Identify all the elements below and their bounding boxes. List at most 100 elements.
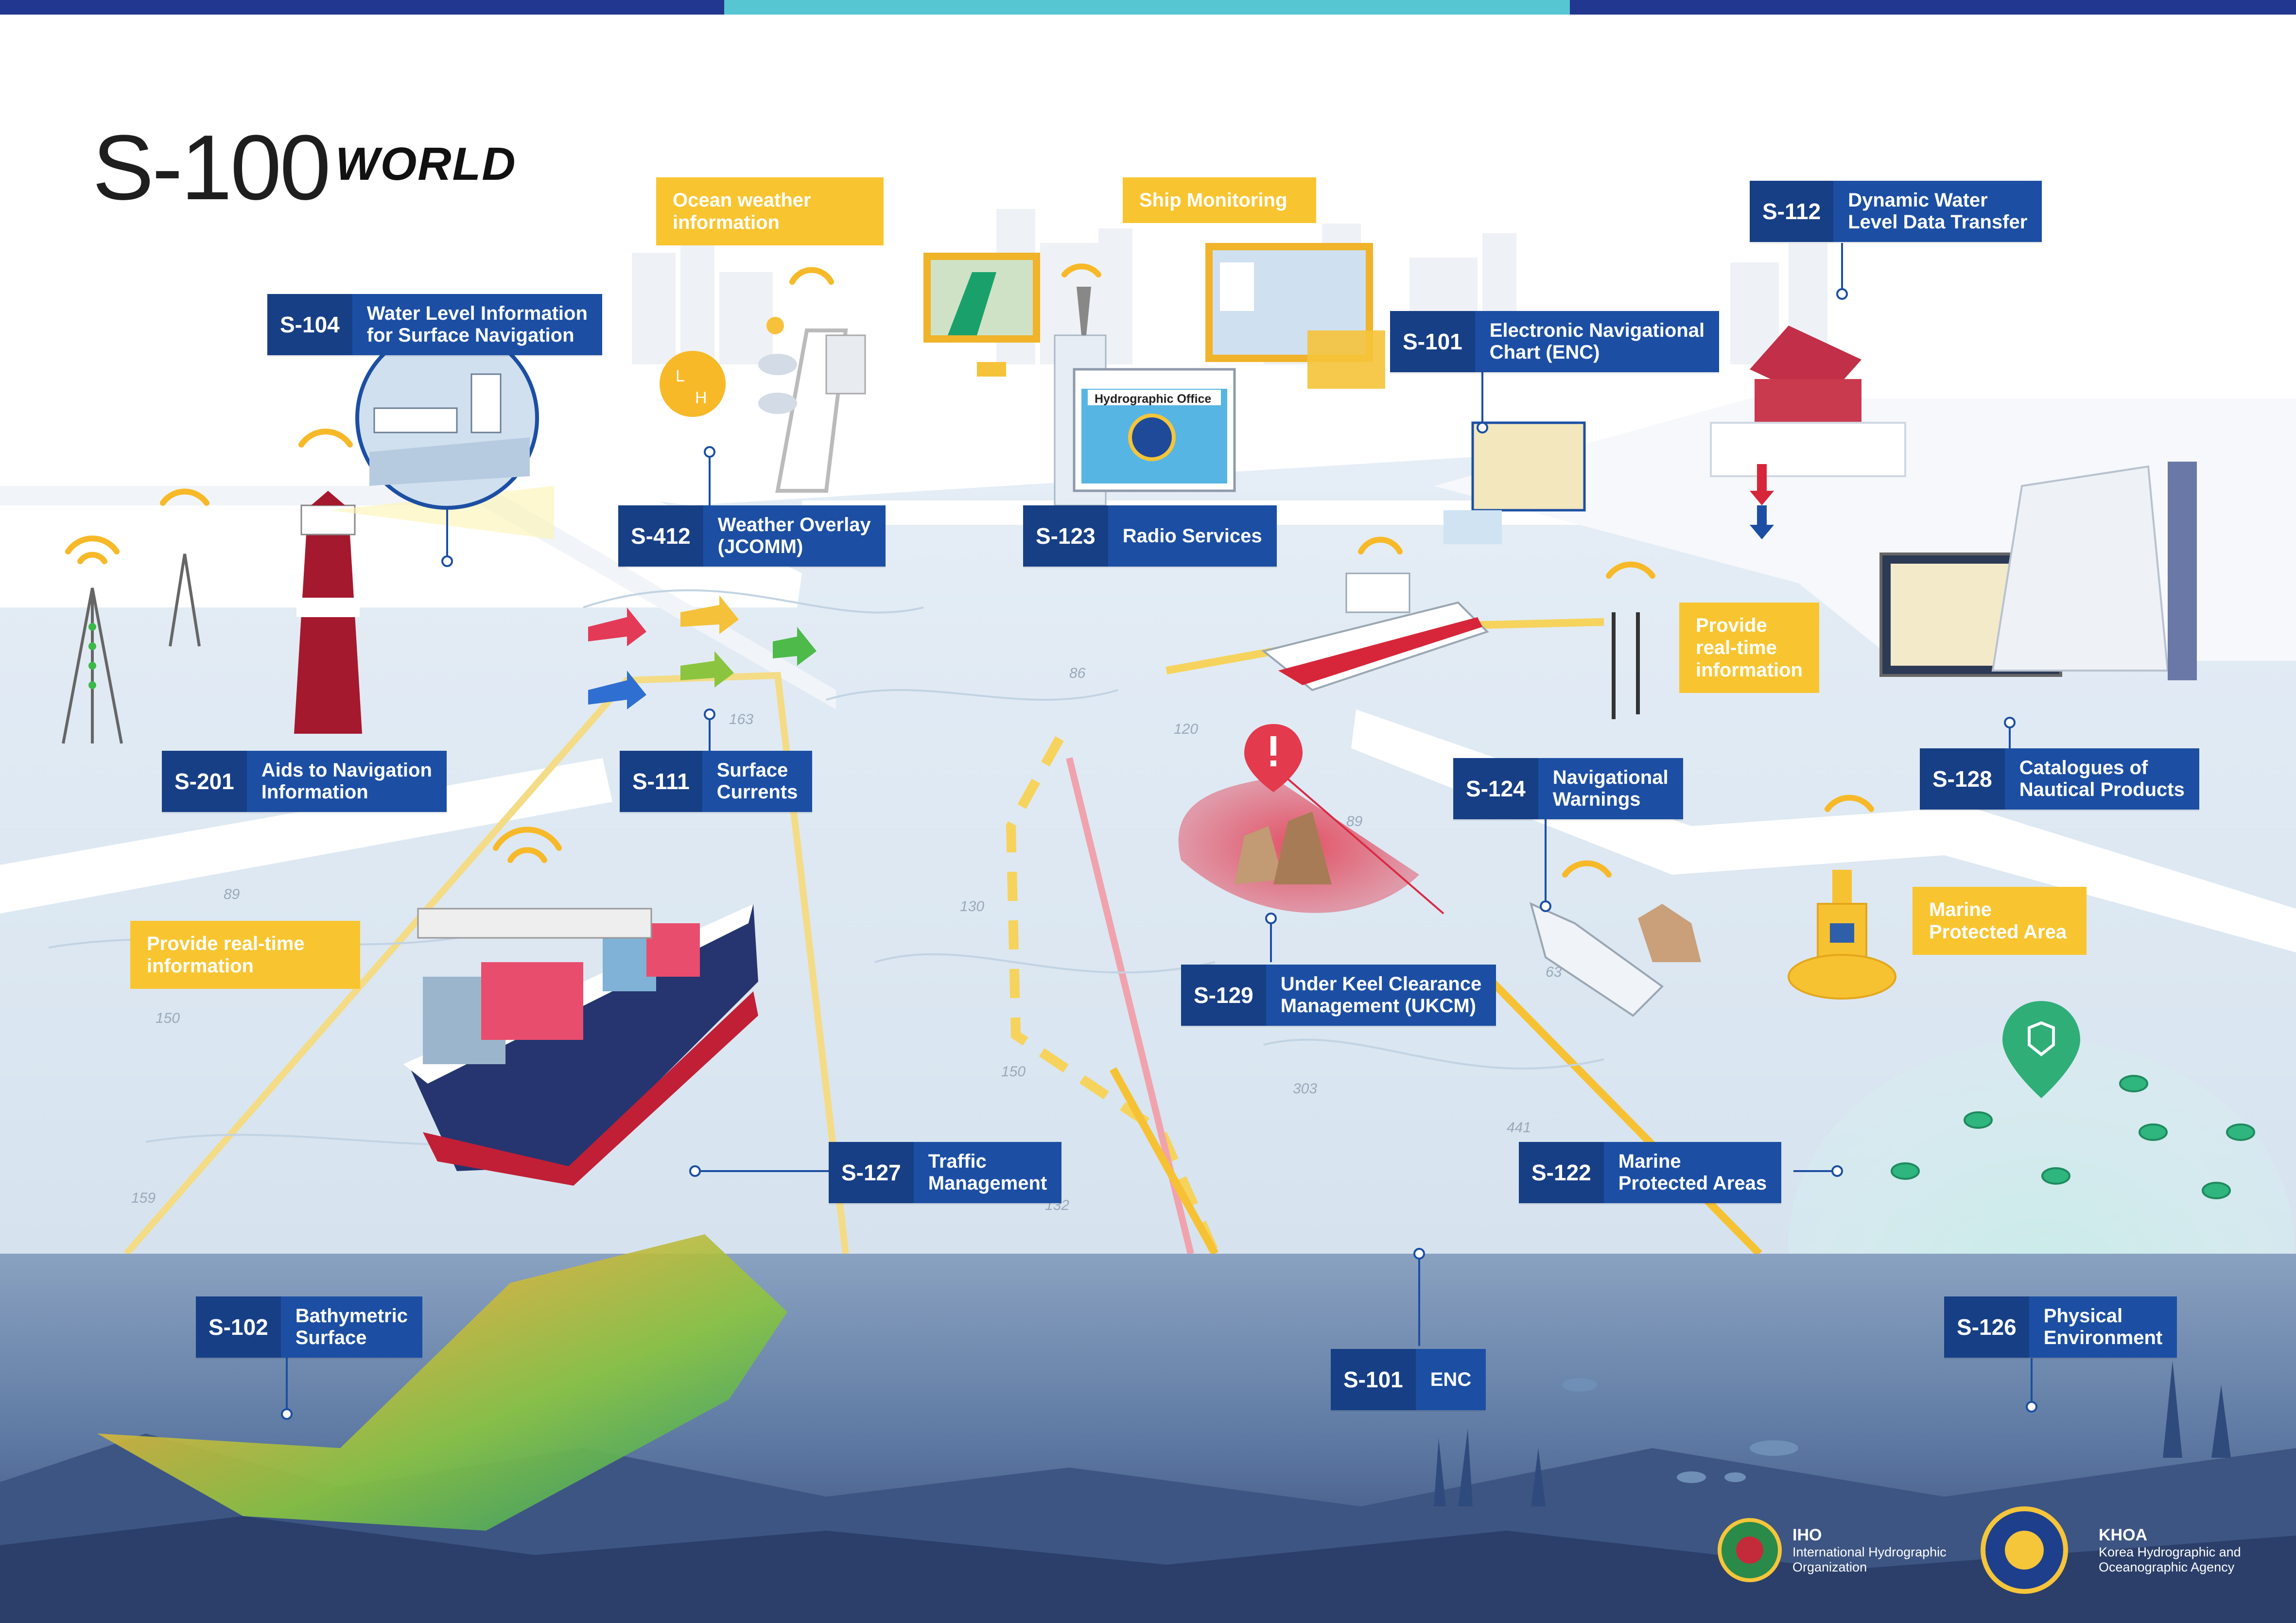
org-khoa-full: Korea Hydrographic and Oceanographic Age… — [2099, 1545, 2241, 1575]
label-s128[interactable]: S-128 Catalogues of Nautical Products — [1920, 748, 2199, 810]
label-s101-name: Electronic Navigational Chart (ENC) — [1489, 320, 1705, 363]
left-lower-pier — [0, 758, 612, 914]
label-s122-code: S-122 — [1519, 1142, 1604, 1203]
sounding-86: 86 — [1069, 665, 1086, 681]
lane-yellow-mid — [1109, 1067, 1219, 1256]
marine-protected-pin-icon — [2002, 1001, 2080, 1098]
left-shore-edge — [0, 486, 836, 709]
top-bar-right — [1570, 0, 2296, 15]
label-s112[interactable]: S-112 Dynamic Water Level Data Transfer — [1750, 181, 2042, 242]
label-s101-enc-name: ENC — [1430, 1368, 1472, 1390]
label-s412[interactable]: S-412 Weather Overlay (JCOMM) — [618, 505, 886, 567]
label-s127-code: S-127 — [829, 1142, 914, 1203]
org-khoa-abbr: KHOA — [2099, 1526, 2148, 1544]
sounding-159: 159 — [131, 1190, 156, 1206]
label-s111-code: S-111 — [620, 751, 702, 812]
label-s127-name: Traffic Management — [928, 1151, 1047, 1194]
depth-soundings: 163 86 120 89 130 89 150 150 132 303 441… — [131, 665, 1562, 1213]
label-s201-code: S-201 — [162, 751, 247, 812]
callout-realtime-right: Provide real-time information — [1679, 603, 1819, 693]
label-s126-name: Physical Environment — [2043, 1305, 2163, 1348]
label-s129[interactable]: S-129 Under Keel Clearance Management (U… — [1181, 965, 1496, 1026]
label-s104[interactable]: S-104 Water Level Information for Surfac… — [267, 294, 602, 355]
lane-center-dash — [1006, 736, 1220, 1256]
label-s101-enc-code: S-101 — [1331, 1349, 1416, 1410]
label-s129-code: S-129 — [1181, 965, 1266, 1026]
label-s112-code: S-112 — [1750, 181, 1834, 242]
sounding-163: 163 — [729, 711, 753, 727]
org-iho-abbr: IHO — [1792, 1526, 1822, 1544]
label-s112-name: Dynamic Water Level Data Transfer — [1848, 190, 2028, 233]
label-s124-name: Navigational Warnings — [1552, 767, 1669, 810]
label-s104-code: S-104 — [267, 294, 352, 355]
label-s111[interactable]: S-111 Surface Currents — [620, 751, 813, 812]
buoy-icon — [1788, 870, 1896, 1000]
label-s126-code: S-126 — [1944, 1296, 2029, 1358]
ocean-weather-monitor — [923, 253, 1040, 377]
sounding-441: 441 — [1507, 1120, 1531, 1136]
warning-pin-icon — [1244, 724, 1303, 792]
label-s104-name: Water Level Information for Surface Navi… — [366, 303, 588, 346]
top-bar-left — [0, 0, 724, 15]
iho-emblem — [1718, 1518, 1782, 1582]
page-title-sub: WORLD — [335, 138, 517, 190]
rocks-icon — [1235, 812, 1332, 884]
ship-monitoring-screen — [1205, 243, 1385, 389]
label-s122-name: Marine Protected Areas — [1618, 1151, 1767, 1194]
seabed-front — [0, 1516, 2296, 1623]
svg-text:H: H — [695, 389, 707, 407]
label-s127[interactable]: S-127 Traffic Management — [829, 1142, 1062, 1203]
enc-billboard — [1444, 421, 1586, 544]
weather-station-icon: L H — [660, 317, 866, 493]
water-level-scope — [355, 326, 539, 510]
warning-zone-line — [1263, 757, 1444, 915]
sounding-89-a: 89 — [1346, 813, 1363, 829]
right-pier — [1351, 709, 2296, 952]
sounding-150-b: 150 — [1001, 1064, 1026, 1080]
label-s123[interactable]: S-123 Radio Services — [1023, 505, 1277, 567]
label-s101-enc-chart[interactable]: S-101 Electronic Navigational Chart (ENC… — [1390, 311, 1720, 372]
shipwreck-icon — [1529, 902, 1701, 1017]
label-s101-enc[interactable]: S-101 ENC — [1331, 1349, 1486, 1410]
label-s124[interactable]: S-124 Navigational Warnings — [1453, 758, 1683, 819]
wifi-icon — [65, 263, 1874, 878]
mpa-nodes — [1891, 1075, 2255, 1199]
org-khoa: KHOA Korea Hydrographic and Oceanographi… — [2099, 1526, 2241, 1575]
bathymetric-surface — [97, 1234, 787, 1531]
label-s101-code: S-101 — [1390, 311, 1475, 372]
tide-station-building-icon — [1710, 326, 1906, 539]
coral-icon — [1434, 1361, 2231, 1506]
callout-ocean-weather: Ocean weather information — [656, 177, 884, 245]
connector-lines — [281, 243, 2037, 1420]
callout-marine-protected-area: Marine Protected Area — [1913, 887, 2087, 955]
sensor-poles — [1612, 612, 1640, 719]
hydrographic-office-building-icon — [1054, 287, 1236, 506]
page-title-main: S-100 — [92, 116, 331, 219]
lane-yellow-right — [1479, 969, 1762, 1257]
sounding-130: 130 — [960, 898, 984, 915]
label-s201[interactable]: S-201 Aids to Navigation Information — [162, 751, 447, 812]
sounding-303: 303 — [1293, 1081, 1317, 1097]
label-s412-name: Weather Overlay (JCOMM) — [717, 514, 871, 557]
label-s129-name: Under Keel Clearance Management (UKCM) — [1280, 973, 1482, 1017]
label-s122[interactable]: S-122 Marine Protected Areas — [1519, 1142, 1782, 1203]
khoa-emblem — [1981, 1506, 2068, 1594]
sounding-89-b: 89 — [224, 886, 240, 902]
lighthouse-icon — [294, 486, 554, 734]
current-arrow-icon — [588, 595, 817, 709]
svg-text:L: L — [676, 367, 685, 385]
mast-lights — [88, 623, 96, 689]
fish-icon — [1562, 1378, 1798, 1483]
label-s111-name: Surface Currents — [716, 760, 798, 803]
container-ship-icon — [403, 904, 758, 1186]
callout-ship-monitoring: Ship Monitoring — [1123, 177, 1316, 223]
label-s102-name: Bathymetric Surface — [295, 1305, 408, 1348]
label-s126[interactable]: S-126 Physical Environment — [1944, 1296, 2177, 1358]
label-s412-code: S-412 — [618, 505, 703, 567]
label-s102[interactable]: S-102 Bathymetric Surface — [196, 1296, 422, 1358]
sounding-120: 120 — [1174, 721, 1198, 737]
label-s102-code: S-102 — [196, 1296, 281, 1358]
patrol-boat-icon — [1261, 572, 1489, 691]
callout-realtime-left: Provide real-time information — [130, 921, 360, 989]
